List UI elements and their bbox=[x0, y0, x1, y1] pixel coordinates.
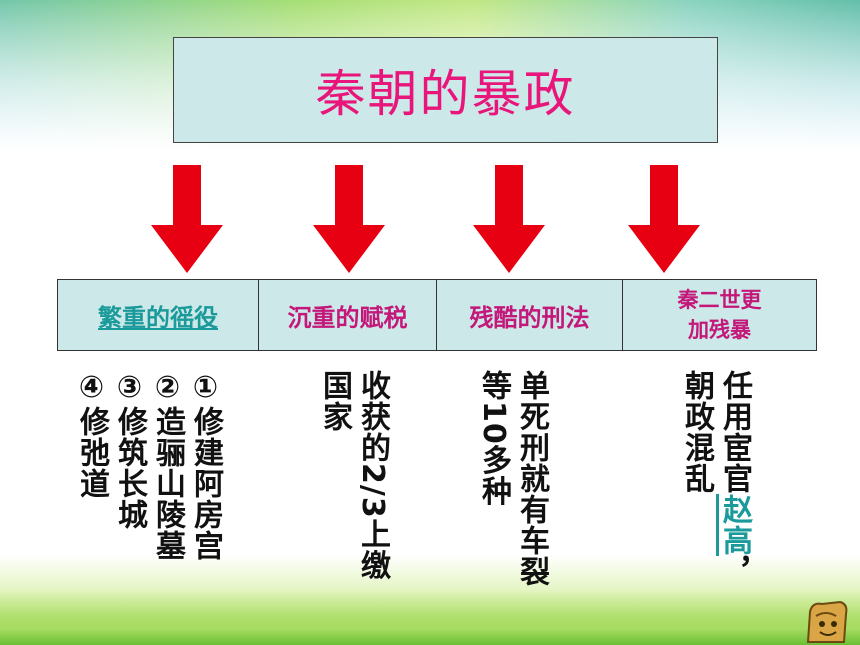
header-qin-ershi: 秦二世更 加残暴 bbox=[623, 280, 816, 350]
labor-item-4: ④修弛道 bbox=[74, 370, 109, 499]
down-arrow-icon bbox=[628, 165, 700, 273]
zhao-gao-link[interactable]: 赵高 bbox=[717, 494, 752, 556]
labor-item-3: ③修筑长城 bbox=[112, 370, 147, 530]
tax-text: 收获的2/3上缴 国家 bbox=[315, 370, 391, 581]
law-count: 10 bbox=[476, 401, 511, 445]
header-qin-ershi-line2: 加残暴 bbox=[688, 318, 751, 342]
header-heavy-tax: 沉重的赋税 bbox=[259, 280, 437, 350]
header-cruel-law: 残酷的刑法 bbox=[437, 280, 623, 350]
labor-list: ①修建阿房宫 ②造骊山陵墓 ③修筑长城 ④修弛道 bbox=[72, 370, 224, 561]
scroll-corner-icon bbox=[806, 600, 848, 643]
tax-line-2: 国家 bbox=[317, 370, 352, 432]
title-box: 秦朝的暴政 bbox=[173, 37, 718, 143]
tax-fraction: 2/3 bbox=[355, 463, 390, 519]
labor-item-2: ②造骊山陵墓 bbox=[150, 370, 185, 561]
labor-item-1: ①修建阿房宫 bbox=[188, 370, 223, 561]
header-qin-ershi-line1: 秦二世更 bbox=[677, 288, 762, 312]
qin-line-2: 朝政混乱 bbox=[679, 370, 714, 494]
law-line-2-b: 多种 bbox=[476, 444, 511, 507]
qin-ershi-text: 任用宦官赵高， 朝政混乱 bbox=[677, 370, 753, 587]
qin-line-1-a: 任用宦官 bbox=[717, 370, 752, 494]
tax-line-1-a: 收获的 bbox=[355, 370, 390, 463]
down-arrow-icon bbox=[473, 165, 545, 273]
category-table: 繁重的徭役 沉重的赋税 残酷的刑法 秦二世更 加残暴 bbox=[57, 279, 817, 351]
down-arrow-icon bbox=[313, 165, 385, 273]
law-line-1: 单死刑就有车裂 bbox=[514, 370, 549, 587]
page-title: 秦朝的暴政 bbox=[315, 65, 576, 123]
tax-line-1-b: 上缴 bbox=[355, 518, 390, 581]
background-bottom-band bbox=[0, 590, 860, 645]
header-heavy-labor[interactable]: 繁重的徭役 bbox=[58, 280, 259, 350]
down-arrow-icon bbox=[151, 165, 223, 273]
law-text: 单死刑就有车裂 等10多种 bbox=[474, 370, 550, 587]
law-line-2-a: 等 bbox=[476, 370, 511, 401]
qin-line-1-b: ， bbox=[717, 556, 752, 587]
